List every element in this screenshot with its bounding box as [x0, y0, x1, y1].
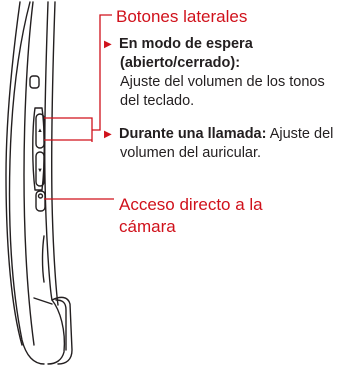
- standby-text-line2: del teclado.: [120, 93, 195, 109]
- leader-line-volume-up: [44, 117, 93, 142]
- triangle-bullet-icon: ▶: [104, 39, 112, 50]
- phone-back-edge: [5, 1, 23, 346]
- phone-slide-lower: [47, 299, 66, 365]
- camera-callout-line2: cámara: [119, 217, 176, 236]
- volume-down-key: [35, 151, 45, 187]
- volume-key-housing: [32, 107, 45, 191]
- phone-front-edge: [51, 1, 59, 306]
- side-buttons-callout: Botones laterales: [116, 7, 248, 26]
- triangle-bullet-icon: ▶: [104, 129, 112, 140]
- standby-title-line2: (abierto/cerrado):: [120, 55, 241, 71]
- volume-up-key: [35, 113, 45, 149]
- bullet-standby-mode: ▶ En modo de espera (abierto/cerrado): Aj…: [104, 35, 350, 111]
- volume-down-glyph: ▼: [37, 168, 43, 174]
- phone-outer-outline: [8, 1, 45, 365]
- standby-title-line1: En modo de espera: [119, 36, 253, 52]
- phone-body-left-edge: [23, 1, 35, 346]
- phone-hinge-lower: [33, 297, 53, 305]
- phone-bottom-tab-inner: [55, 299, 67, 351]
- leader-line-side-buttons: [92, 14, 112, 131]
- phone-mid-groove: [41, 235, 45, 283]
- call-text-after-title: Ajuste del: [269, 126, 334, 142]
- phone-side-port: [29, 75, 40, 89]
- call-title: Durante una llamada:: [119, 126, 267, 142]
- standby-text-line1: Ajuste del volumen de los tonos: [120, 74, 325, 90]
- camera-shortcut-key-icon: [35, 190, 46, 212]
- phone-bottom-tab: [51, 296, 73, 365]
- volume-up-glyph: ▲: [37, 128, 43, 134]
- camera-callout-line1: Acceso directo a la: [119, 195, 263, 214]
- call-text-line2: volumen del auricular.: [120, 145, 262, 161]
- camera-key-dot: [37, 193, 44, 199]
- camera-shortcut-callout: Acceso directo a la cámara: [119, 194, 319, 238]
- phone-body-front: [44, 1, 53, 301]
- bullet-during-call: ▶ Durante una llamada: Ajuste del volumen…: [104, 125, 350, 163]
